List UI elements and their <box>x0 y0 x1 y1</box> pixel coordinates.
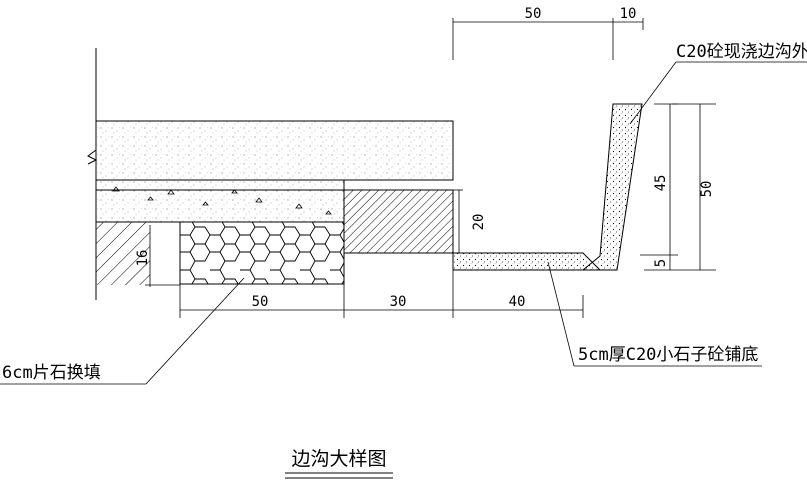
drawing-title: 边沟大样图 <box>291 448 386 470</box>
ditch-bottom-slab <box>452 252 602 271</box>
ground-hatch <box>96 222 150 285</box>
curb-block <box>343 189 454 254</box>
dim-right-45: 45 <box>653 175 669 192</box>
dim-bottom-50: 50 <box>252 294 269 310</box>
ditch-outer-wall <box>581 103 643 271</box>
dim-bottom-30: 30 <box>390 294 407 310</box>
break-symbol <box>87 149 98 165</box>
rubble-fill <box>179 221 345 285</box>
dim-bottom-40: 40 <box>509 294 526 310</box>
pavement-surface-layer <box>95 120 454 181</box>
note-base-material: 5cm厚C20小石子砼铺底 <box>578 345 758 365</box>
pavement-base-layer <box>95 179 345 223</box>
note-fill-material: 6cm片石换填 <box>2 363 101 383</box>
dim-left-16: 16 <box>135 250 151 267</box>
dim-right-50: 50 <box>699 181 715 198</box>
dim-top-50: 50 <box>525 6 542 22</box>
aggregate-triangles <box>112 186 332 215</box>
dim-right-5: 5 <box>653 259 669 267</box>
dim-inner-20: 20 <box>471 214 487 231</box>
dim-top-10: 10 <box>620 6 637 22</box>
note-wall-material: C20砼现浇边沟外 <box>676 42 807 62</box>
